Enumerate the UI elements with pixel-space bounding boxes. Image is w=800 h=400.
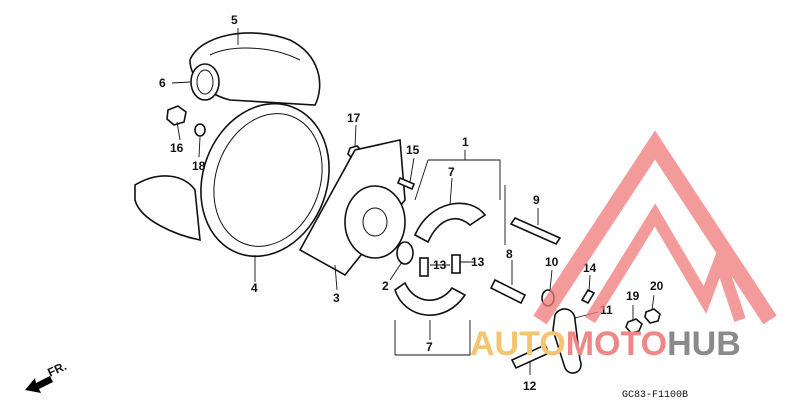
- label-14: 14: [583, 261, 597, 275]
- watermark-logo: [533, 130, 777, 325]
- part-12-spring: [510, 343, 551, 370]
- part-4-ring: [200, 102, 330, 258]
- part-7-shoe-lower: [394, 281, 467, 316]
- part-13-spring-a: [419, 257, 429, 277]
- label-7-lower: 7: [426, 340, 433, 354]
- label-2: 2: [382, 279, 389, 293]
- front-direction-arrow-icon: FR.: [25, 359, 69, 393]
- part-6-duct: [190, 63, 220, 101]
- label-7-upper: 7: [448, 165, 455, 179]
- part-2-seal: [396, 241, 414, 265]
- label-9: 9: [533, 193, 540, 207]
- label-1: 1: [462, 135, 469, 149]
- label-4: 4: [251, 281, 258, 295]
- part-14-bolt: [580, 288, 596, 305]
- watermark-text: AUTOMOTOHUB: [470, 325, 741, 363]
- label-19: 19: [626, 289, 640, 303]
- part-16-nut: [166, 105, 187, 126]
- label-13-b: 13: [471, 255, 485, 269]
- front-label: FR.: [45, 359, 68, 380]
- part-20-nut: [644, 308, 661, 324]
- part-13-spring-b: [451, 254, 461, 274]
- duct-lower: [134, 175, 201, 241]
- label-13-a: 13: [433, 258, 447, 272]
- label-20: 20: [650, 279, 664, 293]
- label-5: 5: [231, 13, 238, 27]
- drawing-code: GC83-F1100B: [622, 390, 688, 400]
- part-18-washer: [194, 123, 206, 137]
- label-10: 10: [545, 255, 559, 269]
- label-18: 18: [192, 159, 206, 173]
- part-3-brake-panel: [298, 139, 406, 277]
- label-3: 3: [333, 291, 340, 305]
- part-11-arm: [552, 308, 582, 374]
- label-6: 6: [159, 76, 166, 90]
- label-16: 16: [170, 141, 184, 155]
- label-15: 15: [406, 143, 420, 157]
- part-19-nut: [625, 318, 643, 334]
- part-8-cam: [489, 278, 527, 305]
- part-7-shoe-upper: [413, 202, 487, 244]
- label-8: 8: [506, 247, 513, 261]
- part-15-bolt: [396, 176, 416, 191]
- label-12: 12: [523, 379, 537, 393]
- label-17: 17: [347, 111, 361, 125]
- part-9-spindle: [504, 185, 562, 246]
